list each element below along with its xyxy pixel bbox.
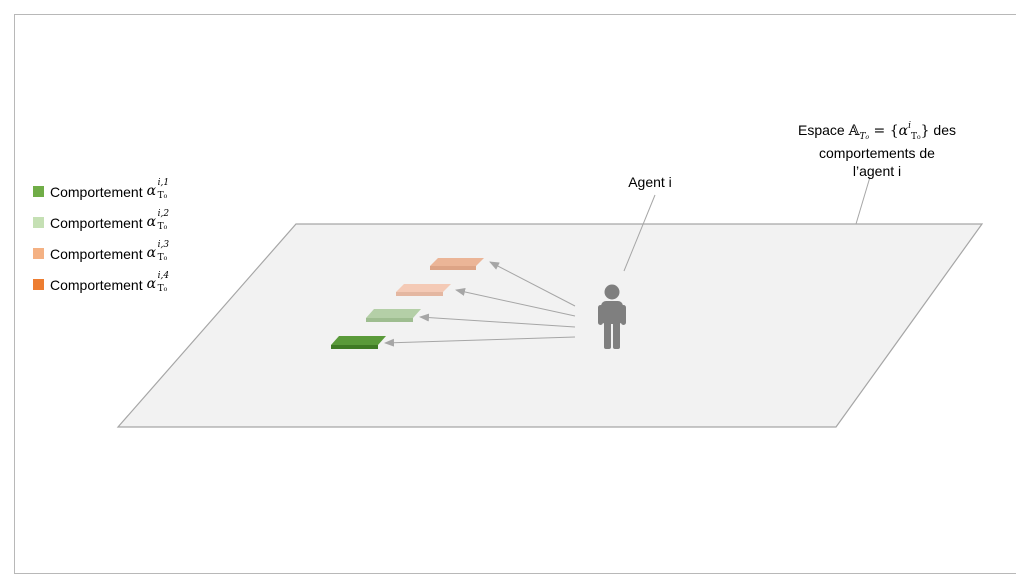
legend-item-4: Comportement α i,4 T₀	[33, 271, 173, 294]
arrow-to-behaviour-1	[384, 336, 576, 347]
space-label-line-2: comportements de	[819, 144, 935, 161]
legend-math-3: α i,3 T₀	[146, 240, 170, 263]
agent-label: Agent i	[628, 174, 672, 190]
legend-label-2: Comportement	[50, 214, 143, 231]
legend-swatch-2	[33, 217, 44, 228]
legend: Comportement α i,1 T₀ Comportement α i,2…	[33, 178, 173, 306]
legend-swatch-4	[33, 279, 44, 290]
legend-swatch-1	[33, 186, 44, 197]
behaviour-tile-2	[366, 309, 421, 322]
legend-label-4: Comportement	[50, 276, 143, 293]
arrow-to-behaviour-3	[455, 288, 576, 317]
behaviour-tile-1	[331, 336, 386, 349]
behaviour-tile-4	[430, 258, 484, 270]
space-label-line-1: Espace 𝔸T₀ = {αiT₀} des	[797, 121, 956, 142]
arrow-to-behaviour-4	[489, 261, 576, 307]
space-label-leader	[855, 176, 871, 225]
agent-label-leader	[623, 194, 656, 272]
legend-item-1: Comportement α i,1 T₀	[33, 178, 173, 201]
legend-math-2: α i,2 T₀	[146, 209, 170, 232]
space-label-line-3: l’agent i	[852, 162, 902, 179]
arrow-to-behaviour-2	[419, 313, 576, 328]
legend-item-3: Comportement α i,3 T₀	[33, 240, 173, 263]
space-label: Espace 𝔸T₀ = {αiT₀} des comportements de…	[757, 121, 997, 180]
legend-swatch-3	[33, 248, 44, 259]
legend-math-1: α i,1 T₀	[146, 178, 170, 201]
legend-label-3: Comportement	[50, 245, 143, 262]
legend-label-1: Comportement	[50, 183, 143, 200]
legend-item-2: Comportement α i,2 T₀	[33, 209, 173, 232]
person-icon	[598, 284, 626, 349]
behaviour-tile-3	[396, 284, 451, 296]
legend-math-4: α i,4 T₀	[146, 271, 170, 294]
diagram-canvas	[116, 176, 984, 428]
